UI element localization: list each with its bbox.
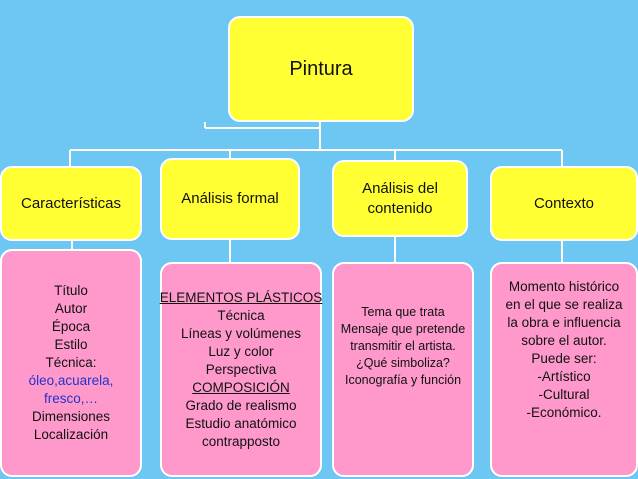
detail-item-technique-materials: óleo,acuarela,: [28, 373, 114, 388]
detail-item: Momento histórico: [508, 279, 620, 294]
detail-item: Grado de realismo: [185, 397, 297, 413]
detail-item: Dimensiones: [31, 409, 111, 424]
detail-item: la obra e influencia: [507, 315, 621, 330]
detail-item: Estilo: [54, 337, 88, 352]
detail-item: -Económico.: [526, 405, 602, 420]
detail-analisis-contenido: Tema que trata Mensaje que pretende tran…: [332, 262, 474, 477]
root-label: Pintura: [289, 57, 353, 80]
detail-item: Mensaje que pretende: [340, 322, 466, 336]
detail-item: ¿Qué simboliza?: [356, 356, 450, 370]
detail-heading-composicion: COMPOSICIÓN: [192, 379, 290, 395]
category-contexto: Contexto: [490, 166, 638, 241]
category-caracteristicas-label: Características: [20, 194, 122, 212]
detail-item: Luz y color: [208, 343, 274, 359]
category-analisis-contenido-line2: contenido: [367, 199, 433, 217]
detail-item: Autor: [54, 301, 88, 316]
detail-item: en el que se realiza: [505, 297, 623, 312]
detail-item: Iconografía y función: [344, 373, 462, 387]
detail-caracteristicas: Título Autor Época Estilo Técnica: óleo,…: [0, 249, 142, 477]
detail-item: Estudio anatómico: [185, 415, 297, 431]
category-caracteristicas: Características: [0, 166, 142, 241]
category-analisis-contenido: Análisis del contenido: [332, 160, 468, 237]
detail-item: Época: [51, 319, 91, 334]
category-analisis-contenido-line1: Análisis del: [362, 179, 438, 197]
detail-item: Perspectiva: [205, 361, 277, 377]
root-node: Pintura: [228, 16, 414, 122]
detail-item: -Artístico: [537, 369, 591, 384]
detail-item-technique-fresco: fresco,…: [44, 390, 98, 408]
detail-item: Líneas y volúmenes: [180, 325, 302, 341]
detail-item: -Cultural: [538, 387, 590, 402]
detail-contexto: Momento histórico en el que se realiza l…: [490, 262, 638, 477]
detail-item-fresco-text: fresco,…: [43, 391, 98, 406]
detail-item: Título: [54, 283, 88, 298]
detail-item: sobre el autor.: [521, 333, 607, 348]
category-analisis-formal: Análisis formal: [160, 158, 300, 240]
detail-item: contrapposto: [201, 433, 281, 449]
detail-heading-elementos: ELEMENTOS PLÁSTICOS: [159, 289, 323, 305]
detail-item: transmitir el artista.: [350, 339, 456, 353]
detail-item: Localización: [33, 427, 109, 442]
detail-item: Técnica: [217, 307, 265, 323]
category-contexto-label: Contexto: [533, 194, 595, 212]
detail-analisis-formal: ELEMENTOS PLÁSTICOS Técnica Líneas y vol…: [160, 262, 322, 477]
detail-item: Técnica:: [45, 355, 97, 370]
detail-item: Tema que trata: [361, 305, 445, 319]
detail-item: Puede ser:: [531, 351, 597, 366]
category-analisis-formal-label: Análisis formal: [181, 190, 279, 207]
